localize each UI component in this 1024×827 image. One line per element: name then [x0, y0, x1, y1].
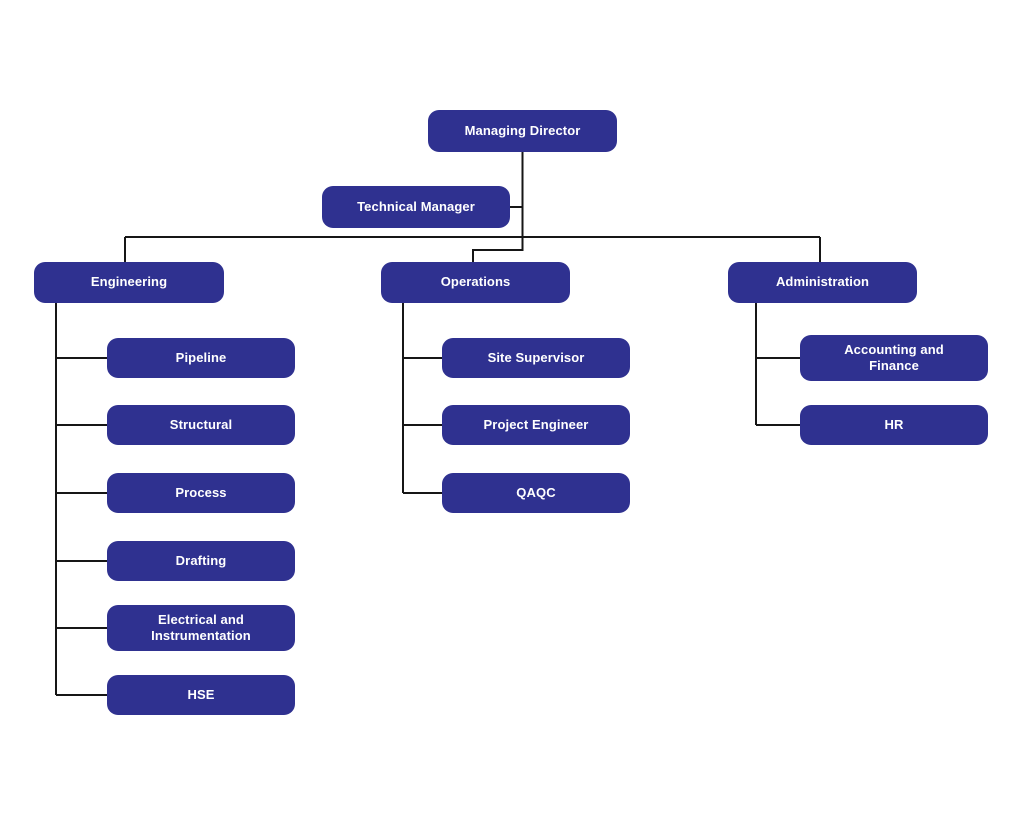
node-accounting-and-finance: Accounting and Finance [800, 335, 988, 381]
node-label-process: Process [175, 484, 227, 500]
node-label-hr: HR [884, 416, 904, 432]
node-label-pipeline: Pipeline [175, 349, 227, 365]
node-label-structural: Structural [169, 416, 233, 432]
node-label-electrical-and-instrumentation: Electrical and Instrumentation [151, 611, 251, 643]
node-hr: HR [800, 405, 988, 445]
node-administration: Administration [728, 262, 917, 303]
node-electrical-and-instrumentation: Electrical and Instrumentation [107, 605, 295, 651]
node-label-managing-director: Managing Director [464, 122, 581, 138]
node-process: Process [107, 473, 295, 513]
node-label-administration: Administration [775, 274, 870, 290]
node-engineering: Engineering [34, 262, 224, 303]
node-qaqc: QAQC [442, 473, 630, 513]
node-technical-manager: Technical Manager [322, 186, 510, 228]
node-label-qaqc: QAQC [516, 484, 556, 500]
node-label-hse: HSE [187, 686, 215, 702]
node-label-site-supervisor: Site Supervisor [487, 349, 585, 365]
node-structural: Structural [107, 405, 295, 445]
node-hse: HSE [107, 675, 295, 715]
node-label-accounting-and-finance: Accounting and Finance [844, 341, 944, 373]
node-site-supervisor: Site Supervisor [442, 338, 630, 378]
node-label-engineering: Engineering [90, 274, 168, 290]
node-managing-director: Managing Director [428, 110, 617, 152]
node-pipeline: Pipeline [107, 338, 295, 378]
node-label-technical-manager: Technical Manager [357, 198, 475, 214]
node-label-project-engineer: Project Engineer [483, 416, 589, 432]
node-drafting: Drafting [107, 541, 295, 581]
node-label-drafting: Drafting [175, 552, 227, 568]
node-operations: Operations [381, 262, 570, 303]
node-project-engineer: Project Engineer [442, 405, 630, 445]
node-label-operations: Operations [440, 274, 511, 290]
